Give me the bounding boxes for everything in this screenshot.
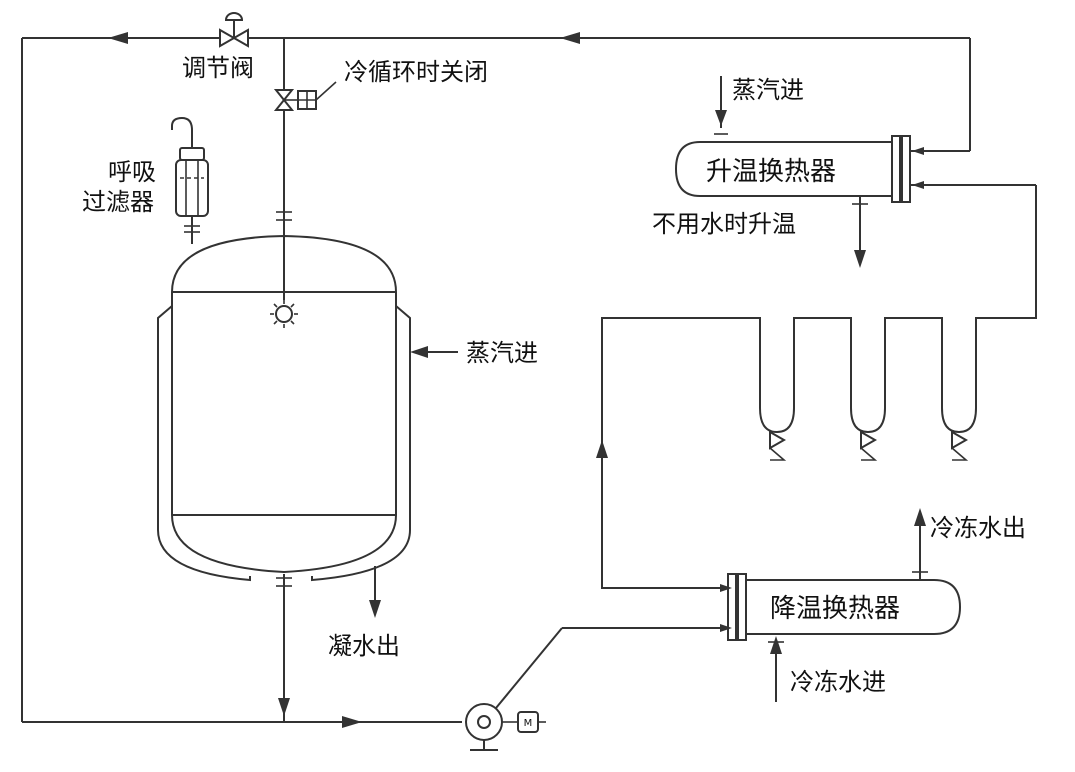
jacket-steam-arrow <box>410 346 428 358</box>
circulation-pipe <box>21 37 971 723</box>
u-tube-return-arrow <box>596 440 608 458</box>
heater-steam-in-label: 蒸汽进 <box>732 76 804 104</box>
heater-inlet-arrow <box>912 181 924 189</box>
vessel <box>157 234 411 582</box>
spray-ball <box>270 300 298 328</box>
cold-cycle-shutoff-valve[interactable] <box>273 81 337 111</box>
flow-arrow-bottom <box>342 716 362 728</box>
bottom-outlet-arrow <box>278 698 290 716</box>
circulation-pump <box>465 627 728 751</box>
motor-label: M <box>524 718 533 729</box>
cooling-exchanger-label: 降温换热器 <box>770 594 900 624</box>
cooler-inlet-arrow-bottom <box>720 624 732 632</box>
condensate-arrow <box>369 600 381 618</box>
chilled-water-in-label: 冷冻水进 <box>790 668 886 696</box>
chilled-in-arrow <box>770 636 782 654</box>
feed-pipe-flange <box>276 211 292 221</box>
chilled-out-arrow <box>914 508 926 526</box>
heater-steam-arrow <box>715 110 727 126</box>
heater-drain-arrow <box>854 250 866 268</box>
cooling-exchanger <box>727 573 962 641</box>
chilled-water-out-label: 冷冻水出 <box>930 514 1026 542</box>
flow-arrow-top-left <box>108 32 128 44</box>
u-tube-section <box>601 185 1037 589</box>
bottom-outlet-flange <box>276 577 292 587</box>
flow-arrow-top-right <box>560 32 580 44</box>
cold-cycle-close-label: 冷循环时关闭 <box>344 58 488 86</box>
heating-exchanger <box>674 135 1036 203</box>
condensate-out-label: 凝水出 <box>328 632 400 660</box>
breather-filter <box>171 116 209 244</box>
cooler-inlet-arrow-top <box>720 584 732 592</box>
vessel-steam-in-label: 蒸汽进 <box>466 339 538 367</box>
regulating-valve[interactable] <box>219 12 249 48</box>
heating-without-water-label: 不用水时升温 <box>652 210 796 238</box>
heating-exchanger-label: 升温换热器 <box>706 157 836 187</box>
breather-filter-label-line2: 过滤器 <box>82 188 154 216</box>
heater-return-arrow <box>912 147 924 155</box>
breather-filter-label-line1: 呼吸 <box>108 158 156 186</box>
regulating-valve-label: 调节阀 <box>182 54 254 82</box>
